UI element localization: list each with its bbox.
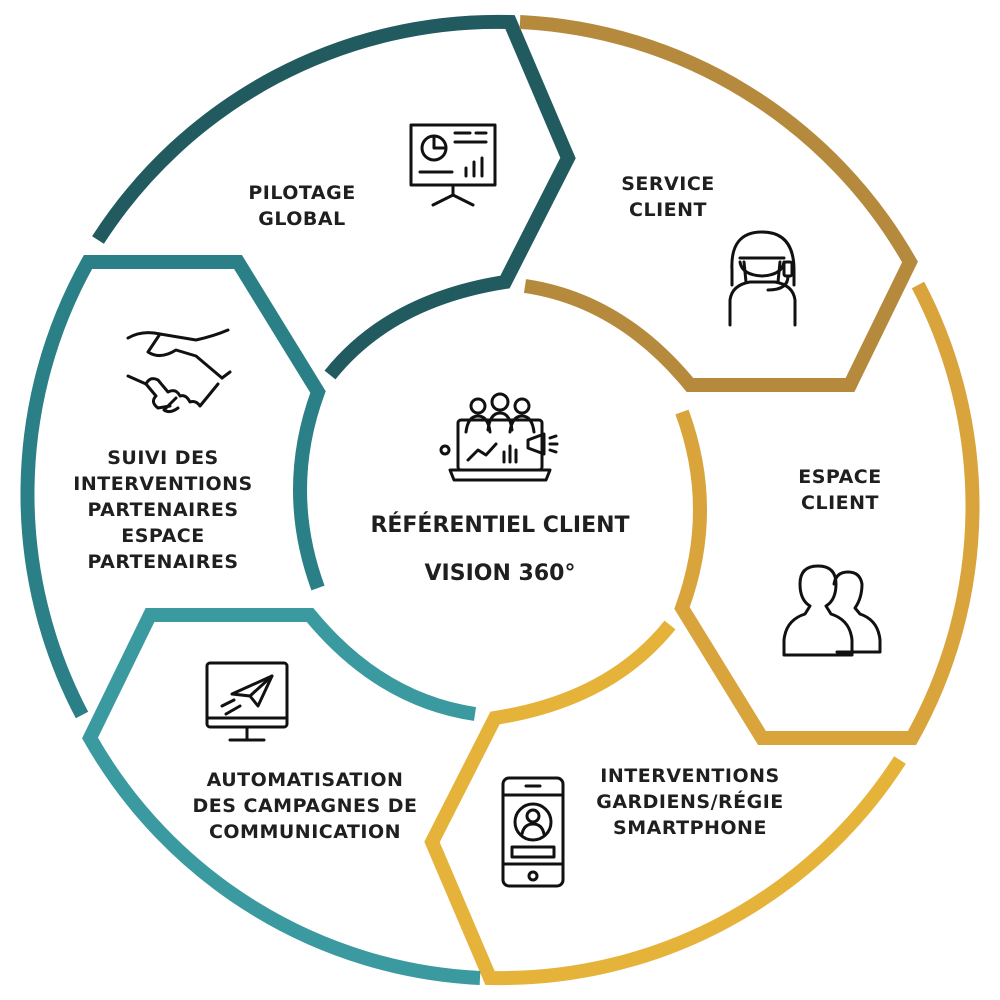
- segment-pilotage: [92, 14, 576, 380]
- label-interventions-line1: INTERVENTIONS: [600, 765, 779, 787]
- label-espace-line2: CLIENT: [801, 492, 879, 514]
- label-automatisation-line2: DES CAMPAGNES DE: [192, 795, 417, 817]
- label-pilotage-line1: PILOTAGE: [248, 182, 355, 204]
- segment-interventions: [424, 620, 906, 986]
- label-service-line2: CLIENT: [629, 199, 707, 221]
- label-suivi-line1: SUIVI DES: [107, 447, 219, 469]
- paper-plane-monitor-icon: [205, 661, 289, 742]
- center-line2: VISION 360°: [425, 561, 576, 586]
- label-automatisation: AUTOMATISATION DES CAMPAGNES DE COMMUNIC…: [192, 769, 417, 843]
- label-interventions: INTERVENTIONS GARDIENS/RÉGIE SMARTPHONE: [596, 765, 784, 839]
- handshake-icon: [126, 328, 232, 414]
- label-interventions-line2: GARDIENS/RÉGIE: [596, 790, 784, 813]
- segment-service-client: [519, 15, 918, 392]
- label-suivi-line2: INTERVENTIONS: [73, 473, 252, 495]
- label-suivi-line4: ESPACE: [121, 525, 204, 547]
- label-service-line1: SERVICE: [621, 173, 715, 195]
- label-suivi-line3: PARTENAIRES: [87, 499, 238, 521]
- label-espace-client: ESPACE CLIENT: [798, 466, 881, 514]
- presentation-board-icon: [409, 123, 497, 207]
- center-title: RÉFÉRENTIEL CLIENT VISION 360°: [370, 512, 629, 586]
- label-pilotage-line2: GLOBAL: [258, 208, 345, 230]
- team-analytics-icon: [439, 392, 559, 482]
- label-automatisation-line3: COMMUNICATION: [209, 821, 401, 843]
- smartphone-icon: [501, 776, 565, 888]
- segment-automatisation: [82, 608, 481, 985]
- label-suivi: SUIVI DES INTERVENTIONS PARTENAIRES ESPA…: [73, 447, 252, 573]
- segment-suivi: [20, 255, 326, 719]
- users-icon: [782, 564, 882, 657]
- label-pilotage: PILOTAGE GLOBAL: [248, 182, 355, 230]
- center-line1: RÉFÉRENTIEL CLIENT: [370, 512, 629, 538]
- label-suivi-line5: PARTENAIRES: [87, 551, 238, 573]
- headset-agent-icon: [728, 230, 797, 327]
- label-service-client: SERVICE CLIENT: [621, 173, 715, 221]
- label-interventions-line3: SMARTPHONE: [613, 817, 767, 839]
- segment-espace-client: [674, 281, 980, 745]
- label-automatisation-line1: AUTOMATISATION: [207, 769, 404, 791]
- label-espace-line1: ESPACE: [798, 466, 881, 488]
